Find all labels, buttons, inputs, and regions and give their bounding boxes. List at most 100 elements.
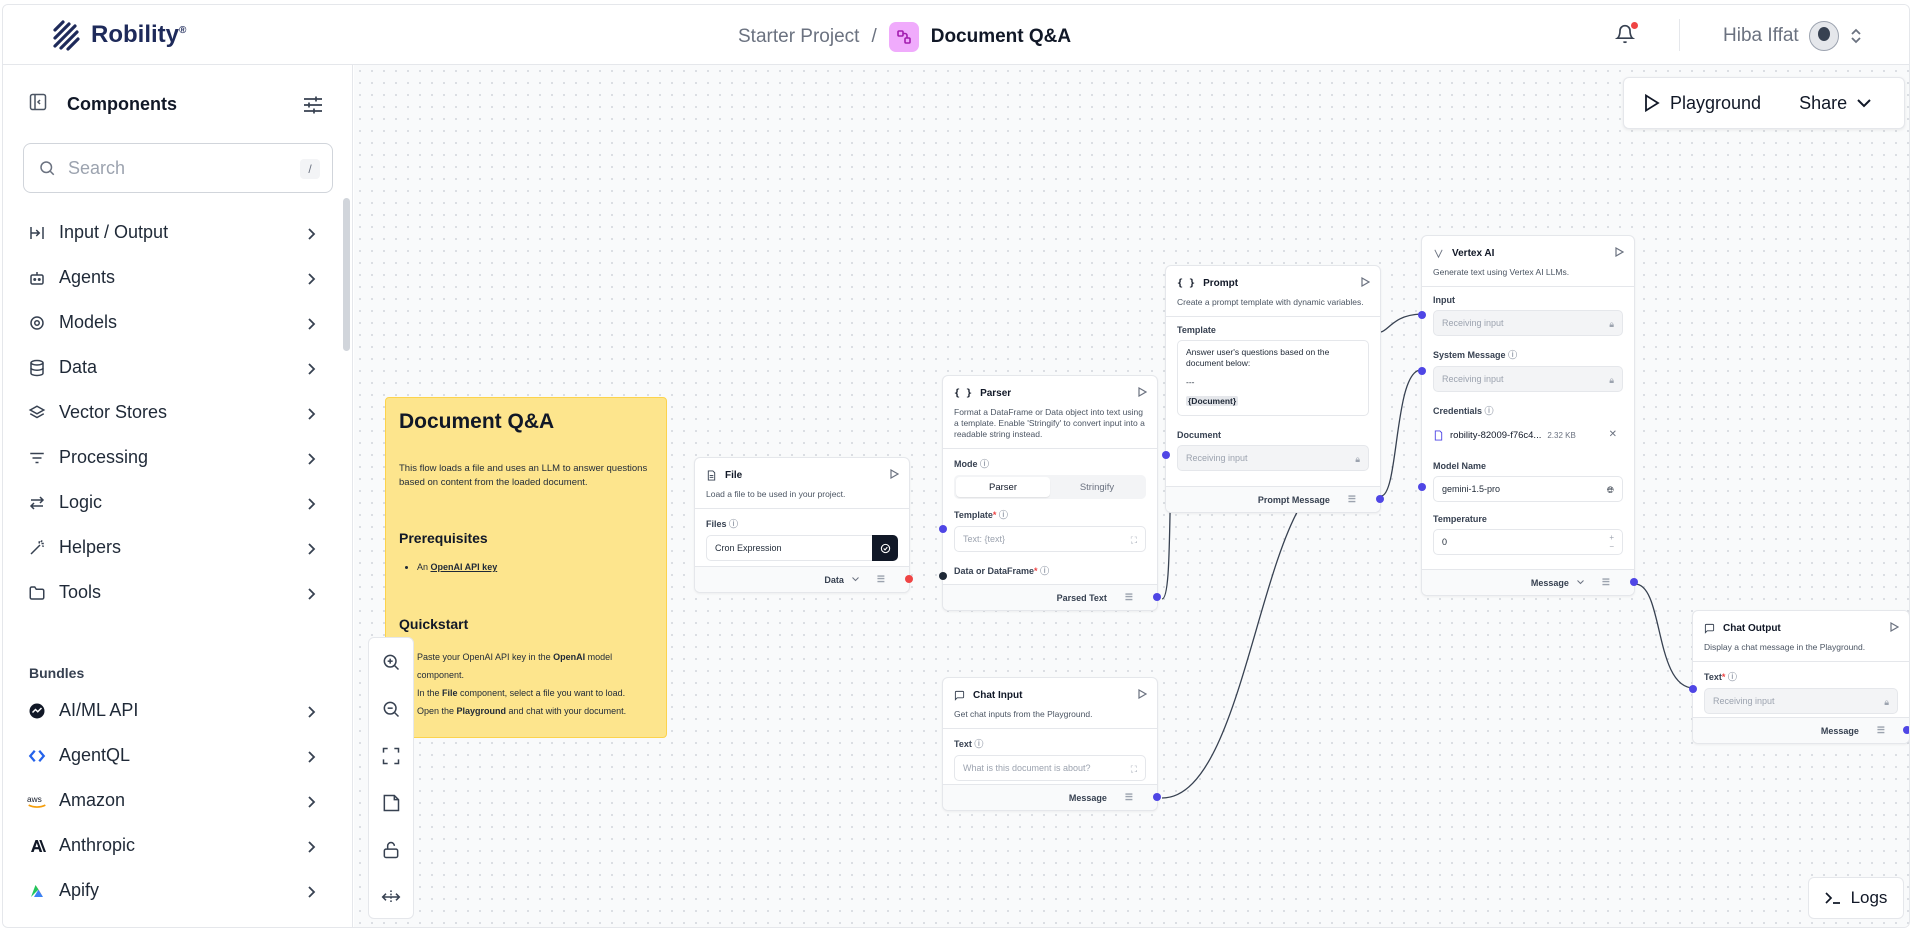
remove-file-button[interactable]: ✕	[1608, 429, 1617, 440]
edge-prompt-vertex[interactable]	[1380, 369, 1422, 497]
output-menu-icon[interactable]: ☰	[876, 574, 885, 584]
node-header: { } Prompt	[1166, 266, 1380, 293]
chevron-right-icon	[307, 793, 317, 814]
output-handle[interactable]	[1903, 726, 1909, 734]
sidebar-item-data[interactable]: Data	[27, 345, 327, 390]
openai-key-link[interactable]: OpenAI API key	[430, 562, 498, 572]
sidebar-item-input-output[interactable]: Input / Output	[27, 210, 327, 255]
input-handle[interactable]	[1418, 311, 1426, 319]
pan-button[interactable]	[369, 873, 413, 920]
globe-icon[interactable]: 🌐︎	[1606, 485, 1614, 495]
files-field[interactable]: Cron Expression	[706, 535, 898, 561]
lock-button[interactable]	[369, 826, 413, 873]
mode-option-parser[interactable]: Parser	[956, 477, 1050, 497]
credentials-handle[interactable]	[1418, 483, 1426, 491]
node-chat-output[interactable]: Chat Output Display a chat message in th…	[1689, 610, 1909, 744]
node-file[interactable]: File Load a file to be used in your proj…	[694, 457, 913, 593]
bundle-item-agentql[interactable]: AgentQL	[27, 733, 327, 778]
output-handle[interactable]	[1630, 578, 1638, 586]
node-output: Data ☰	[695, 566, 909, 592]
output-handle[interactable]	[905, 575, 913, 583]
template-field[interactable]: Text: {text} ⛶	[954, 526, 1146, 552]
upload-button[interactable]	[872, 535, 898, 561]
chevron-down-icon[interactable]	[852, 577, 859, 582]
document-input-handle[interactable]	[1162, 451, 1170, 459]
temperature-field[interactable]: 0 +−	[1433, 529, 1623, 555]
run-node-button[interactable]	[1890, 621, 1900, 635]
sidebar-settings-button[interactable]	[303, 96, 323, 119]
info-icon: ⓘ	[974, 739, 984, 749]
breadcrumb-project[interactable]: Starter Project	[738, 26, 860, 47]
expand-icon[interactable]: ⛶	[1130, 764, 1137, 774]
sidebar-item-helpers[interactable]: Helpers	[27, 525, 327, 570]
output-handle[interactable]	[1376, 495, 1384, 503]
bundle-item-ai-ml-api[interactable]: AI/ML API	[27, 688, 327, 733]
output-handle[interactable]	[1153, 793, 1161, 801]
output-handle[interactable]	[1153, 593, 1161, 601]
sidebar-item-processing[interactable]: Processing	[27, 435, 327, 480]
edge-vertex-chat-output[interactable]	[1634, 583, 1695, 689]
data-input-handle[interactable]	[939, 572, 947, 580]
output-menu-icon[interactable]: ☰	[1876, 725, 1885, 735]
user-menu[interactable]: Hiba Iffat	[1723, 21, 1863, 51]
chevron-right-icon	[307, 495, 317, 516]
stepper-icon[interactable]: +−	[1609, 533, 1614, 551]
expand-icon[interactable]: ⛶	[1130, 535, 1137, 545]
edge-chat-input-prompt[interactable]	[1161, 504, 1302, 799]
notifications-button[interactable]	[1614, 22, 1638, 49]
logs-button[interactable]: Logs	[1808, 877, 1904, 919]
text-input-handle[interactable]	[1689, 685, 1697, 693]
run-node-button[interactable]	[1361, 276, 1371, 290]
add-note-button[interactable]	[369, 779, 413, 826]
field-label: Document	[1177, 430, 1222, 440]
node-vertex-ai[interactable]: Vertex AI Generate text using Vertex AI …	[1418, 235, 1638, 596]
node-header: { } Parser	[943, 376, 1157, 403]
text-field[interactable]: What is this document is about? ⛶	[954, 755, 1146, 781]
edge-prompt-template[interactable]	[1380, 313, 1422, 333]
node-header: Chat Output	[1693, 611, 1909, 638]
output-menu-icon[interactable]: ☰	[1347, 494, 1356, 504]
sidebar-item-agents[interactable]: Agents	[27, 255, 327, 300]
credentials-file[interactable]: robility-82009-f76c4... 2.32 KB ✕	[1433, 423, 1623, 447]
sidebar-item-models[interactable]: Models	[27, 300, 327, 345]
sidebar-scrollbar[interactable]	[343, 198, 350, 351]
search-input[interactable]	[68, 157, 288, 179]
template-input-handle[interactable]	[939, 525, 947, 533]
sidebar-item-logic[interactable]: Logic	[27, 480, 327, 525]
run-node-button[interactable]	[890, 468, 900, 482]
zoom-out-button[interactable]	[369, 685, 413, 732]
system-message-handle[interactable]	[1418, 367, 1426, 375]
folder-icon	[27, 583, 47, 603]
bundle-item-apify[interactable]: Apify	[27, 868, 327, 913]
output-menu-icon[interactable]: ☰	[1124, 792, 1133, 802]
run-node-button[interactable]	[1138, 386, 1148, 400]
sidebar-item-tools[interactable]: Tools	[27, 570, 327, 615]
sidebar-collapse-button[interactable]	[29, 93, 47, 116]
robility-logo[interactable]: Robility®	[51, 18, 186, 52]
run-node-button[interactable]	[1138, 688, 1148, 702]
output-menu-icon[interactable]: ☰	[1124, 592, 1133, 602]
node-parser[interactable]: { } Parser Format a DataFrame or Data ob…	[939, 375, 1161, 611]
sidebar-item-label: Tools	[59, 582, 102, 602]
mode-option-stringify[interactable]: Stringify	[1079, 481, 1115, 493]
run-node-button[interactable]	[1615, 246, 1625, 260]
flow-title[interactable]: Document Q&A	[930, 26, 1072, 47]
apify-icon	[27, 881, 47, 901]
model-name-field[interactable]: gemini-1.5-pro 🌐︎	[1433, 476, 1623, 502]
zoom-in-button[interactable]	[369, 638, 413, 685]
sidebar-item-vector-stores[interactable]: Vector Stores	[27, 390, 327, 435]
playground-button[interactable]: Playground	[1644, 93, 1761, 114]
node-prompt[interactable]: { } Prompt Create a prompt template with…	[1162, 265, 1384, 513]
template-variable: {Document}	[1186, 396, 1239, 406]
prompt-template-field[interactable]: Answer user's questions based on the doc…	[1177, 340, 1369, 416]
chevron-down-icon[interactable]	[1577, 580, 1584, 585]
fit-view-button[interactable]	[369, 732, 413, 779]
sticky-note[interactable]: Document Q&A This flow loads a file and …	[385, 397, 667, 738]
output-menu-icon[interactable]: ☰	[1601, 577, 1610, 587]
bundle-item-anthropic[interactable]: Anthropic	[27, 823, 327, 868]
share-button[interactable]: Share	[1799, 93, 1871, 114]
node-chat-input[interactable]: Chat Input Get chat inputs from the Play…	[942, 677, 1161, 811]
flow-canvas[interactable]: Playground Share Document Q&A This flow …	[354, 65, 1909, 927]
sidebar-item-label: Models	[59, 312, 118, 332]
